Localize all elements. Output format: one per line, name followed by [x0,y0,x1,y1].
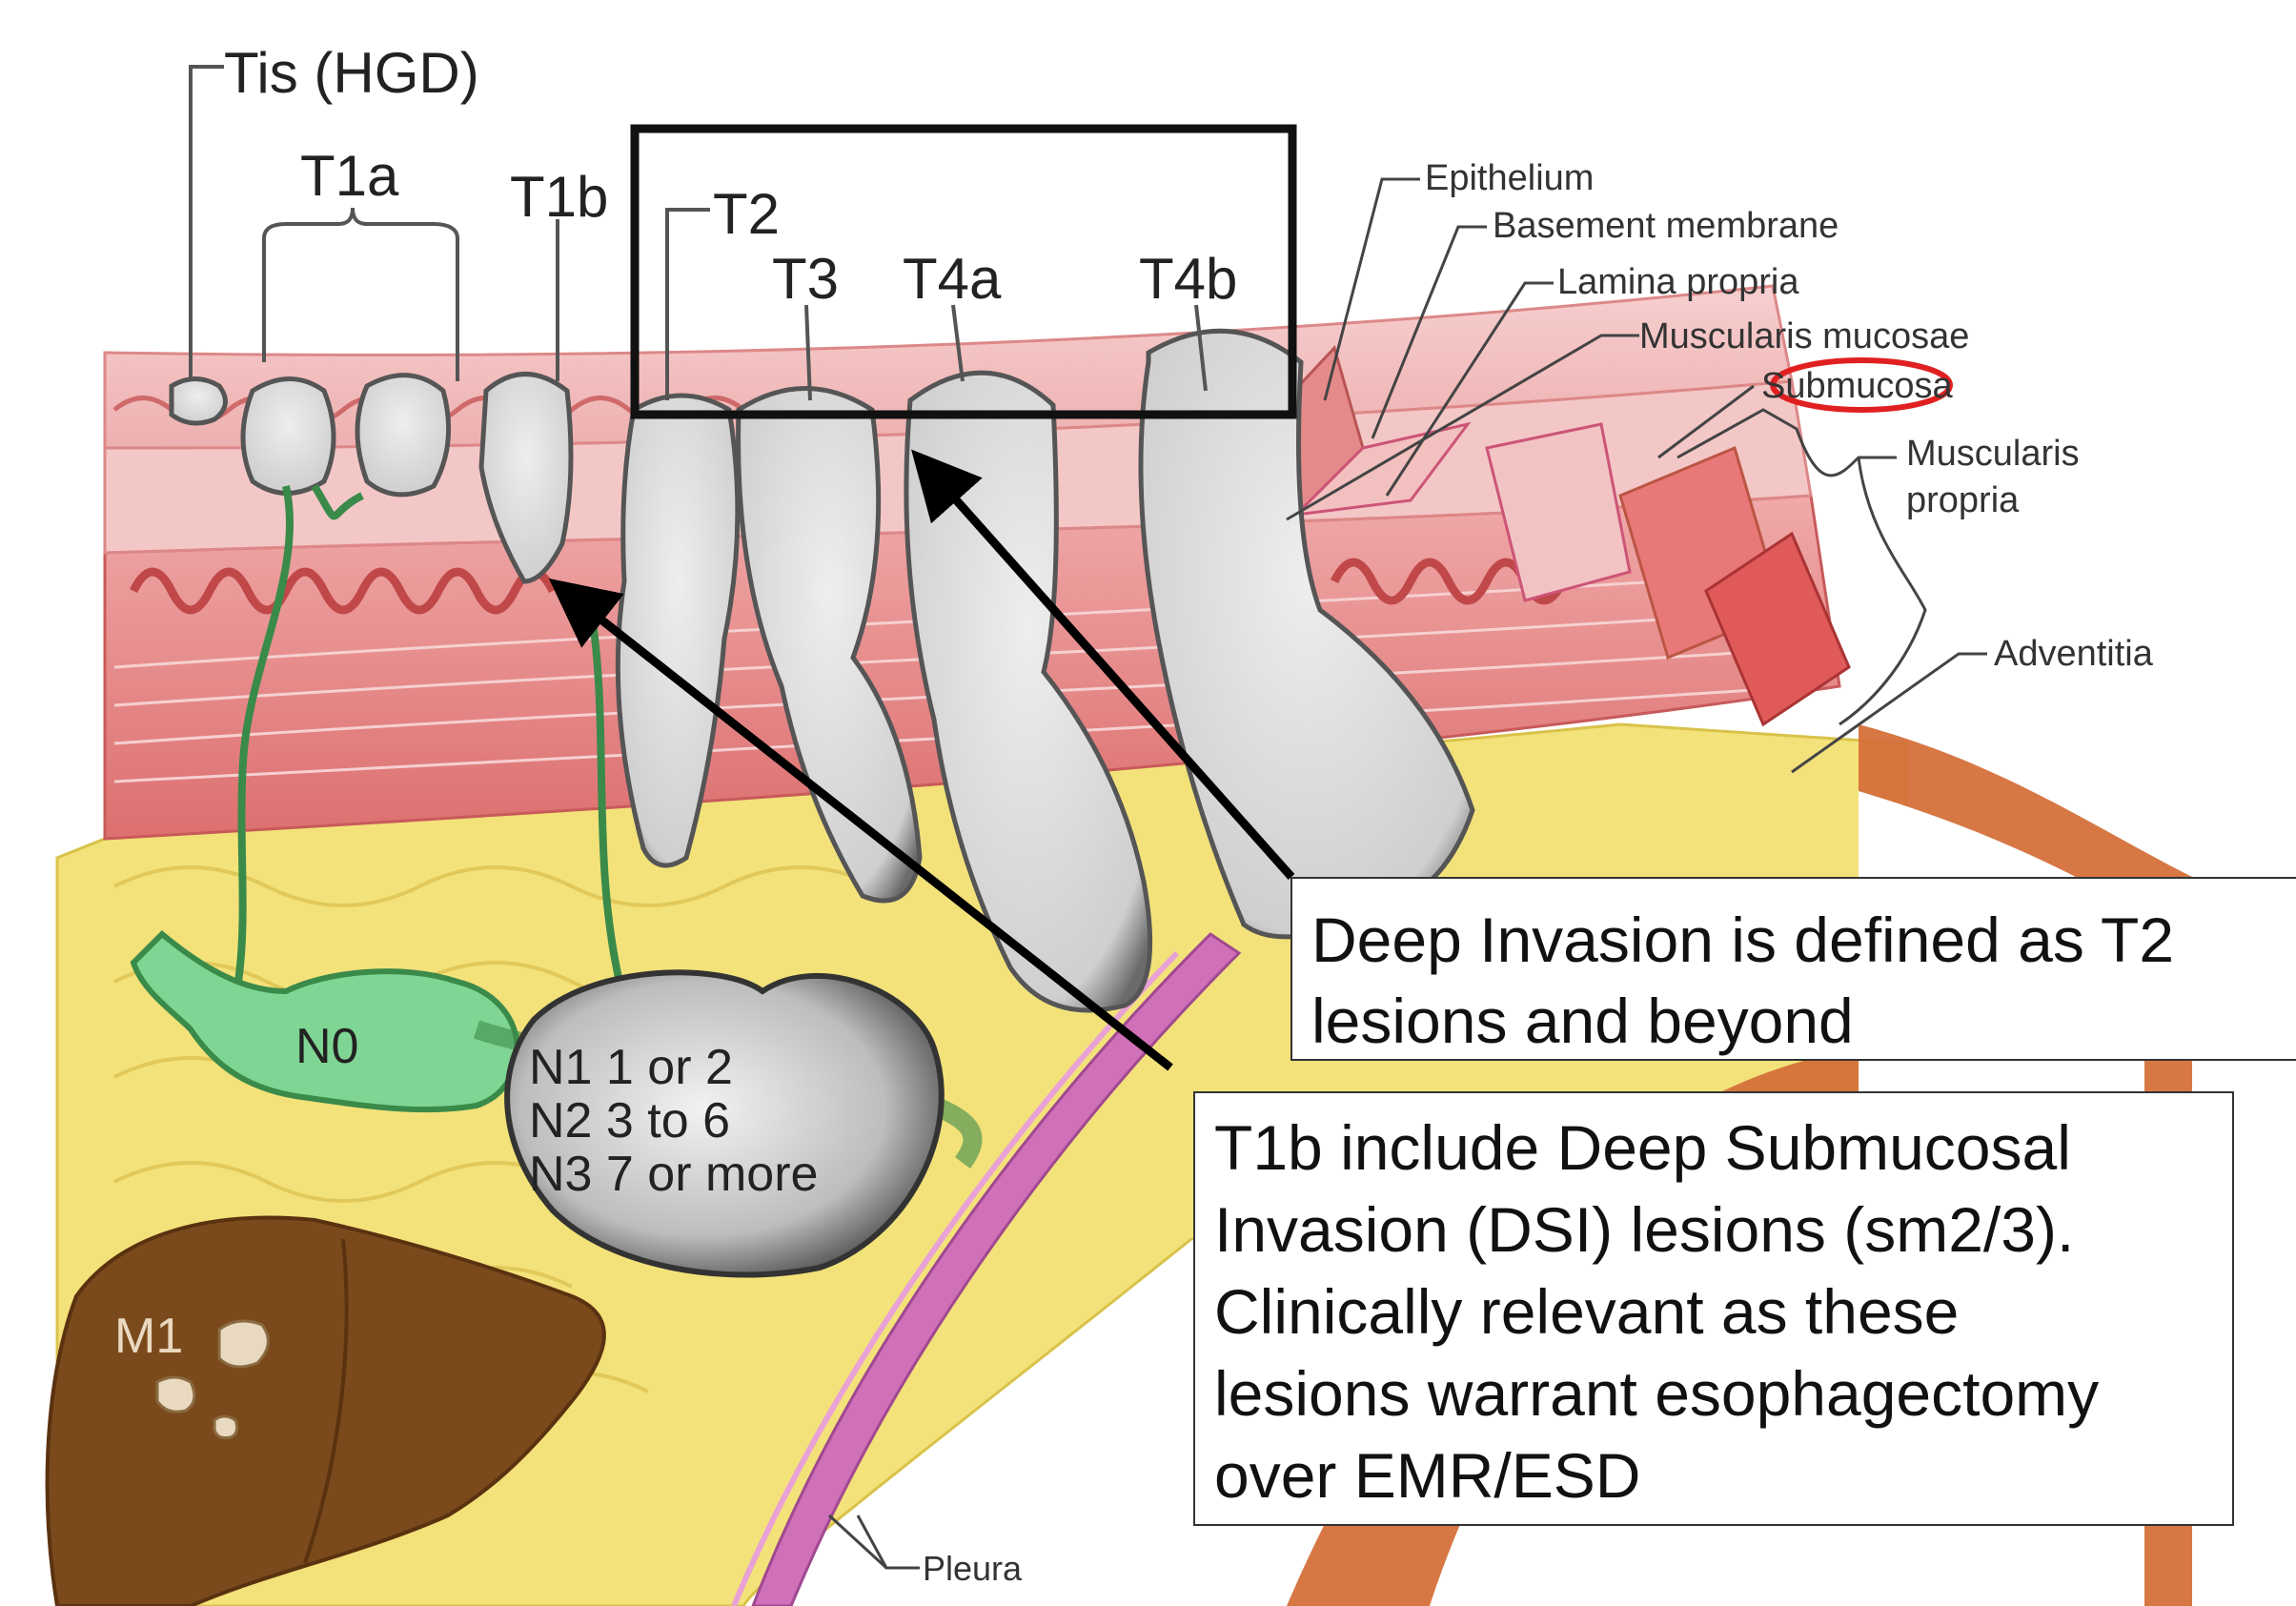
label-n0: N0 [295,1018,358,1075]
label-muscularis-propria-line1: Muscularis [1906,434,2080,475]
callout-deep-invasion-line-2: lesions and beyond [1311,981,2280,1062]
label-n2: N2 3 to 6 [529,1092,730,1149]
label-submucosa: Submucosa [1761,366,1953,407]
label-m1: M1 [114,1308,183,1365]
label-t1b: T1b [510,164,608,230]
callout-deep-invasion: Deep Invasion is defined as T2 lesions a… [1290,877,2296,1061]
label-tis: Tis (HGD) [224,40,479,106]
tumor-t1a-1 [243,379,334,494]
label-n1: N1 1 or 2 [529,1039,733,1096]
label-basement-membrane: Basement membrane [1493,206,1839,247]
label-t4b: T4b [1139,246,1237,312]
callout-t1b-line-1: T1b include Deep Submucosal [1214,1107,2213,1189]
label-t3: T3 [772,246,839,312]
label-t1a: T1a [300,143,398,209]
label-adventitia: Adventitia [1994,634,2153,675]
callout-deep-invasion-line-1: Deep Invasion is defined as T2 [1311,900,2280,981]
label-epithelium: Epithelium [1425,158,1594,199]
label-pleura: Pleura [923,1549,1022,1589]
callout-t1b-line-2: Invasion (DSI) lesions (sm2/3). [1214,1189,2213,1271]
tumor-t1a-2 [357,376,449,495]
label-muscularis-mucosae: Muscularis mucosae [1639,316,1969,357]
label-lamina-propria: Lamina propria [1557,262,1798,303]
label-t4a: T4a [903,246,1001,312]
callout-t1b-line-4: lesions warrant esophagectomy [1214,1352,2213,1434]
callout-t1b-line-5: over EMR/ESD [1214,1434,2213,1516]
label-n3: N3 7 or more [529,1146,818,1203]
label-muscularis-propria-line2: propria [1906,480,2019,521]
callout-t1b: T1b include Deep Submucosal Invasion (DS… [1193,1091,2234,1526]
tumor-tis [172,379,225,424]
callout-t1b-line-3: Clinically relevant as these [1214,1271,2213,1352]
tis-leader [191,67,224,381]
label-t2: T2 [713,181,780,247]
